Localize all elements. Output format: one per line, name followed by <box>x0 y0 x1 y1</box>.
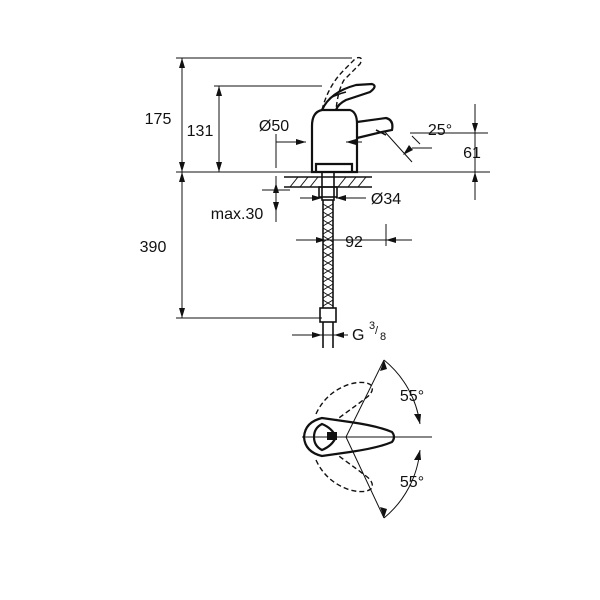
spout-aerator <box>375 129 387 136</box>
angle-label-lower: 55° <box>400 474 424 491</box>
countertop <box>284 176 372 188</box>
arrow <box>472 172 478 182</box>
top-lever-upper-position <box>315 381 374 421</box>
arrow <box>403 145 413 155</box>
mounting-shank <box>321 171 335 201</box>
arrow <box>316 237 326 243</box>
arrow <box>179 172 185 182</box>
arrow <box>179 58 185 68</box>
dim-label-max30: max.30 <box>211 206 264 223</box>
faucet-spout <box>356 116 394 140</box>
dim-label-g-den: 8 <box>380 331 386 343</box>
arrow <box>334 332 344 338</box>
arrow <box>273 183 279 193</box>
side-view: 175 131 Ø50 25° 61 Ø34 ma <box>140 56 490 348</box>
dim-label-g-num: 3 <box>369 320 375 332</box>
dim-label-390: 390 <box>140 239 167 256</box>
arrow <box>414 450 421 460</box>
arrow <box>380 507 387 518</box>
mounting-nut <box>318 186 338 198</box>
arrow <box>380 360 387 371</box>
flex-hose <box>322 200 334 308</box>
top-view: 55° 55° <box>302 359 432 519</box>
arrow <box>296 139 306 145</box>
hose-fitting-nut <box>319 307 337 323</box>
arrow <box>312 332 322 338</box>
arrow <box>472 123 478 133</box>
arrow <box>216 86 222 96</box>
arrow <box>386 237 396 243</box>
arrow <box>336 195 346 201</box>
angle-label-upper: 55° <box>400 388 424 405</box>
top-indicator <box>327 432 337 440</box>
dim-label-61: 61 <box>463 145 481 162</box>
dim-label-50: Ø50 <box>259 118 289 135</box>
dim-label-175: 175 <box>145 111 172 128</box>
dim-label-25: 25° <box>428 122 452 139</box>
arrow <box>414 414 421 424</box>
lever-open-position <box>321 56 363 111</box>
angle-line-lower <box>345 436 385 519</box>
dim-label-g: G <box>352 327 364 344</box>
arrow <box>346 139 356 145</box>
arrow <box>312 195 322 201</box>
arrow <box>273 202 279 212</box>
dim-label-131: 131 <box>187 123 214 140</box>
dim-label-92: 92 <box>345 234 363 251</box>
dim-label-g-slash: / <box>375 325 379 337</box>
top-lever-outline <box>302 416 396 458</box>
dim-label-34: Ø34 <box>371 191 401 208</box>
angle-arc-25 <box>411 135 421 145</box>
arrow <box>216 162 222 172</box>
arrow <box>179 308 185 318</box>
top-lever-lower-position <box>315 453 374 493</box>
faucet-base-ring <box>314 162 354 172</box>
arrow <box>179 162 185 172</box>
faucet-lever <box>320 82 376 111</box>
angle-line-25 <box>384 131 413 163</box>
